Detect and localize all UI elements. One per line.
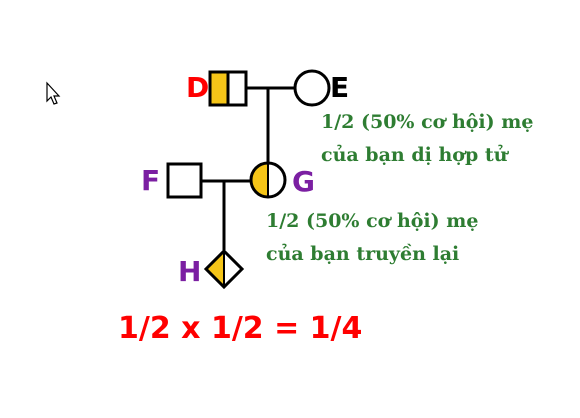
note-2-line-1: 1/2 (50% cơ hội) mẹ [266, 210, 478, 232]
label-F: F [141, 164, 160, 197]
note-1-line-1: 1/2 (50% cơ hội) mẹ [321, 111, 533, 133]
label-H: H [178, 255, 201, 288]
pedigree-lines [201, 86, 296, 250]
individual-D-carrier-male [208, 70, 248, 107]
mouse-pointer-icon [46, 81, 61, 105]
note-2-line-2: của bạn truyền lại [266, 243, 459, 265]
individual-F-male [166, 162, 203, 199]
individual-E-female [293, 69, 331, 107]
probability-equation: 1/2 x 1/2 = 1/4 [118, 311, 362, 346]
label-D: D [186, 71, 209, 104]
individual-H-carrier-unknown [203, 248, 245, 290]
label-G: G [292, 165, 315, 198]
individual-G-carrier-female [249, 161, 287, 199]
note-1-line-2: của bạn dị hợp tử [321, 144, 510, 166]
label-E: E [330, 71, 349, 104]
